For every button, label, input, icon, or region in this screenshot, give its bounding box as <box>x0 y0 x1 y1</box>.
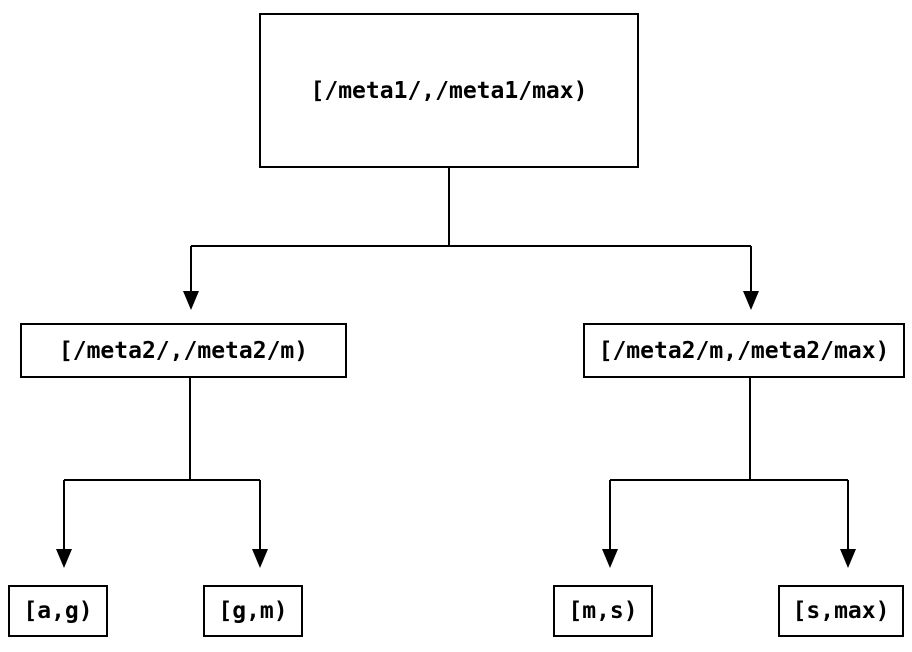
arrow-down-icon <box>252 549 268 568</box>
edge-root-stem <box>190 168 752 292</box>
tree-node-leaf-ms: [m,s) <box>553 585 653 637</box>
tree-node-leaf-gm-label: [g,m) <box>218 598 288 624</box>
arrow-down-icon <box>602 549 618 568</box>
tree-node-leaf-ag: [a,g) <box>8 585 108 637</box>
arrow-down-icon <box>183 291 199 310</box>
tree-node-right-label: [/meta2/m,/meta2/max) <box>598 337 890 364</box>
arrow-down-icon <box>840 549 856 568</box>
tree-node-left-label: [/meta2/,/meta2/m) <box>58 337 309 364</box>
tree-node-leaf-gm: [g,m) <box>203 585 303 637</box>
edge-left-subtree <box>63 378 261 550</box>
arrow-down-icon <box>743 291 759 310</box>
tree-node-right: [/meta2/m,/meta2/max) <box>583 323 905 378</box>
tree-node-leaf-smax: [s,max) <box>778 585 904 637</box>
tree-node-leaf-ag-label: [a,g) <box>23 598 93 624</box>
tree-node-left: [/meta2/,/meta2/m) <box>20 323 347 378</box>
edge-right-subtree <box>609 378 849 550</box>
tree-node-root-label: [/meta1/,/meta1/max) <box>310 77 588 104</box>
arrow-down-icon <box>56 549 72 568</box>
tree-node-leaf-ms-label: [m,s) <box>568 598 638 624</box>
tree-node-leaf-smax-label: [s,max) <box>792 598 890 624</box>
tree-node-root: [/meta1/,/meta1/max) <box>259 13 639 168</box>
